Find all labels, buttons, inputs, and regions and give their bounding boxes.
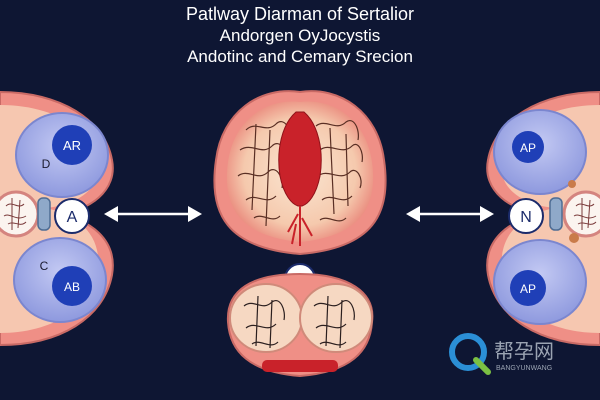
right-small-dot-top	[568, 180, 576, 188]
title-line-1: Patlway Diarman of Sertalior	[185, 4, 415, 24]
right-nucleus-upper	[512, 131, 544, 163]
organ-vessel	[278, 111, 322, 207]
right-follicle-network	[573, 198, 597, 230]
left-nucleus-lower	[52, 266, 92, 306]
right-upper-label: AP	[520, 141, 536, 155]
left-side-label-bottom: C	[40, 259, 49, 273]
right-connector	[549, 197, 563, 231]
watermark-sub-text: BANGYUNWANG	[496, 365, 552, 372]
left-upper-label: AR	[63, 138, 81, 153]
left-cell-structure: AR AB D C A	[0, 90, 114, 347]
right-node	[508, 198, 544, 234]
left-node	[54, 198, 90, 234]
lower-lobe-right	[299, 283, 373, 353]
left-double-arrow	[104, 206, 202, 222]
right-small-dot-bottom	[569, 233, 579, 243]
lower-cell-network	[243, 295, 355, 349]
left-lower-label: AB	[64, 280, 80, 294]
left-node-label: A	[67, 209, 78, 226]
lower-lobe-left	[229, 283, 303, 353]
title-line-2: Andorgen OyJocystis	[219, 26, 381, 45]
right-nucleus-lower	[510, 270, 546, 306]
lower-organ	[226, 272, 374, 378]
lower-vessel-band	[262, 360, 338, 372]
right-lower-label: AP	[520, 282, 536, 296]
watermark-main-text: 帮孕网	[494, 339, 554, 363]
title-line-3: Andotinc and Cemary Srecion	[187, 47, 413, 66]
organ-vessel-branches	[287, 206, 313, 246]
right-double-arrow	[406, 206, 494, 222]
left-side-label-top: D	[42, 157, 51, 171]
organ-cell-network	[237, 120, 363, 227]
central-organ	[213, 90, 387, 256]
watermark: 帮孕网 BANGYUNWANG	[449, 333, 554, 375]
left-nucleus-upper	[52, 125, 92, 165]
watermark-q-tail-icon	[473, 357, 491, 375]
watermark-q-logo-icon	[449, 333, 487, 371]
left-follicle-network	[3, 198, 27, 230]
right-node-label: N	[520, 209, 532, 226]
right-cell-structure: AP AP N	[486, 90, 600, 347]
left-connector	[37, 197, 51, 231]
